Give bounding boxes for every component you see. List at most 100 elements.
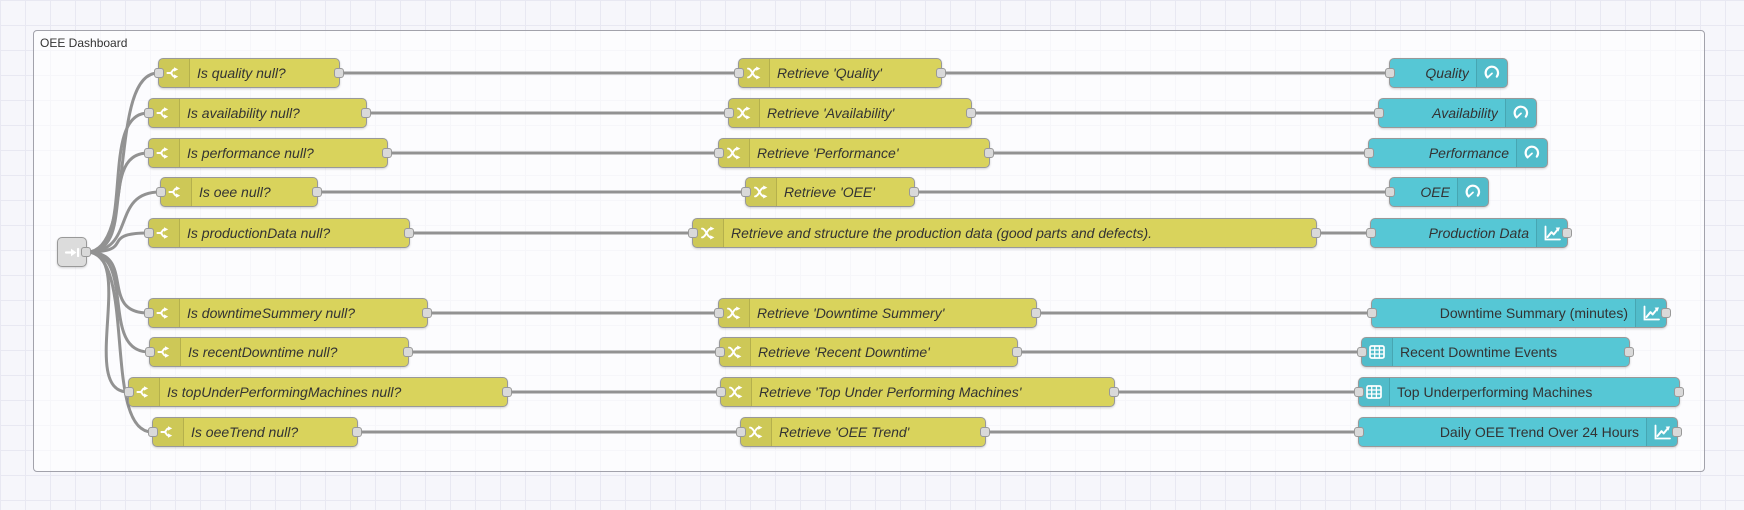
node-sw8[interactable]: Is topUnderPerformingMachines null? xyxy=(124,377,512,407)
node-sw2[interactable]: Is availability null? xyxy=(144,98,371,128)
input-port[interactable] xyxy=(1354,427,1364,437)
input-port[interactable] xyxy=(715,347,725,357)
node-label: Availability xyxy=(1432,105,1498,121)
output-port[interactable] xyxy=(1109,387,1119,397)
link-in-icon xyxy=(58,238,86,266)
node-ui6[interactable]: Downtime Summary (minutes) xyxy=(1367,298,1671,328)
output-port[interactable] xyxy=(909,187,919,197)
output-port[interactable] xyxy=(1674,387,1684,397)
output-port[interactable] xyxy=(382,148,392,158)
node-label: OEE xyxy=(1420,184,1450,200)
gauge-icon xyxy=(1516,139,1547,167)
node-sw6[interactable]: Is downtimeSummery null? xyxy=(144,298,432,328)
output-port[interactable] xyxy=(352,427,362,437)
input-port[interactable] xyxy=(144,108,154,118)
input-port[interactable] xyxy=(1385,68,1395,78)
input-port[interactable] xyxy=(1366,228,1376,238)
wire-link1-sw9[interactable] xyxy=(85,250,154,434)
input-port[interactable] xyxy=(1357,347,1367,357)
node-ui7[interactable]: Recent Downtime Events xyxy=(1357,337,1634,367)
wire-link1-sw2[interactable] xyxy=(85,111,150,254)
input-port[interactable] xyxy=(1364,148,1374,158)
node-ch9[interactable]: Retrieve 'OEE Trend' xyxy=(736,417,990,447)
node-sw5[interactable]: Is productionData null? xyxy=(144,218,414,248)
node-label: Is topUnderPerformingMachines null? xyxy=(167,384,402,400)
wire-link1-sw5[interactable] xyxy=(85,231,150,254)
output-port[interactable] xyxy=(1031,308,1041,318)
output-port[interactable] xyxy=(1562,228,1572,238)
output-port[interactable] xyxy=(422,308,432,318)
input-port[interactable] xyxy=(1367,308,1377,318)
output-port[interactable] xyxy=(502,387,512,397)
change-icon xyxy=(719,299,750,327)
node-sw3[interactable]: Is performance null? xyxy=(144,138,392,168)
node-link1[interactable] xyxy=(57,237,91,267)
node-ui1[interactable]: Quality xyxy=(1385,58,1508,88)
input-port[interactable] xyxy=(1354,387,1364,397)
input-port[interactable] xyxy=(1374,108,1384,118)
node-ui3[interactable]: Performance xyxy=(1364,138,1548,168)
switch-icon xyxy=(161,178,192,206)
input-port[interactable] xyxy=(734,68,744,78)
input-port[interactable] xyxy=(714,148,724,158)
node-label: Is productionData null? xyxy=(187,225,331,241)
input-port[interactable] xyxy=(1385,187,1395,197)
input-port[interactable] xyxy=(156,187,166,197)
node-ui4[interactable]: OEE xyxy=(1385,177,1489,207)
node-ch8[interactable]: Retrieve 'Top Under Performing Machines' xyxy=(716,377,1119,407)
input-port[interactable] xyxy=(145,347,155,357)
node-ch5[interactable]: Retrieve and structure the production da… xyxy=(688,218,1321,248)
node-sw9[interactable]: Is oeeTrend null? xyxy=(148,417,362,447)
node-ui8[interactable]: Top Underperforming Machines xyxy=(1354,377,1684,407)
node-ch6[interactable]: Retrieve 'Downtime Summery' xyxy=(714,298,1041,328)
node-sw7[interactable]: Is recentDowntime null? xyxy=(145,337,413,367)
chart-line-icon xyxy=(1646,418,1677,446)
change-icon xyxy=(719,139,750,167)
output-port[interactable] xyxy=(312,187,322,197)
output-port[interactable] xyxy=(334,68,344,78)
node-ch4[interactable]: Retrieve 'OEE' xyxy=(741,177,919,207)
input-port[interactable] xyxy=(716,387,726,397)
input-port[interactable] xyxy=(736,427,746,437)
input-port[interactable] xyxy=(714,308,724,318)
change-icon xyxy=(741,418,772,446)
output-port[interactable] xyxy=(980,427,990,437)
node-ch2[interactable]: Retrieve 'Availability' xyxy=(724,98,976,128)
switch-icon xyxy=(159,59,190,87)
output-port[interactable] xyxy=(1624,347,1634,357)
output-port[interactable] xyxy=(403,347,413,357)
change-icon xyxy=(739,59,770,87)
output-port[interactable] xyxy=(81,247,91,257)
output-port[interactable] xyxy=(1012,347,1022,357)
node-label: Retrieve 'Recent Downtime' xyxy=(758,344,930,360)
input-port[interactable] xyxy=(144,228,154,238)
node-ch1[interactable]: Retrieve 'Quality' xyxy=(734,58,946,88)
output-port[interactable] xyxy=(936,68,946,78)
input-port[interactable] xyxy=(144,308,154,318)
node-ui9[interactable]: Daily OEE Trend Over 24 Hours xyxy=(1354,417,1682,447)
node-sw4[interactable]: Is oee null? xyxy=(156,177,322,207)
wire-link1-sw7[interactable] xyxy=(85,250,151,354)
node-sw1[interactable]: Is quality null? xyxy=(154,58,344,88)
output-port[interactable] xyxy=(404,228,414,238)
input-port[interactable] xyxy=(148,427,158,437)
node-ui5[interactable]: Production Data xyxy=(1366,218,1572,248)
input-port[interactable] xyxy=(144,148,154,158)
input-port[interactable] xyxy=(688,228,698,238)
output-port[interactable] xyxy=(966,108,976,118)
node-ch7[interactable]: Retrieve 'Recent Downtime' xyxy=(715,337,1022,367)
output-port[interactable] xyxy=(361,108,371,118)
node-ui2[interactable]: Availability xyxy=(1374,98,1537,128)
output-port[interactable] xyxy=(1311,228,1321,238)
output-port[interactable] xyxy=(1672,427,1682,437)
wire-link1-sw3[interactable] xyxy=(85,151,150,254)
input-port[interactable] xyxy=(724,108,734,118)
node-ch3[interactable]: Retrieve 'Performance' xyxy=(714,138,994,168)
output-port[interactable] xyxy=(984,148,994,158)
input-port[interactable] xyxy=(154,68,164,78)
wire-link1-sw4[interactable] xyxy=(85,190,162,254)
input-port[interactable] xyxy=(124,387,134,397)
output-port[interactable] xyxy=(1661,308,1671,318)
input-port[interactable] xyxy=(741,187,751,197)
